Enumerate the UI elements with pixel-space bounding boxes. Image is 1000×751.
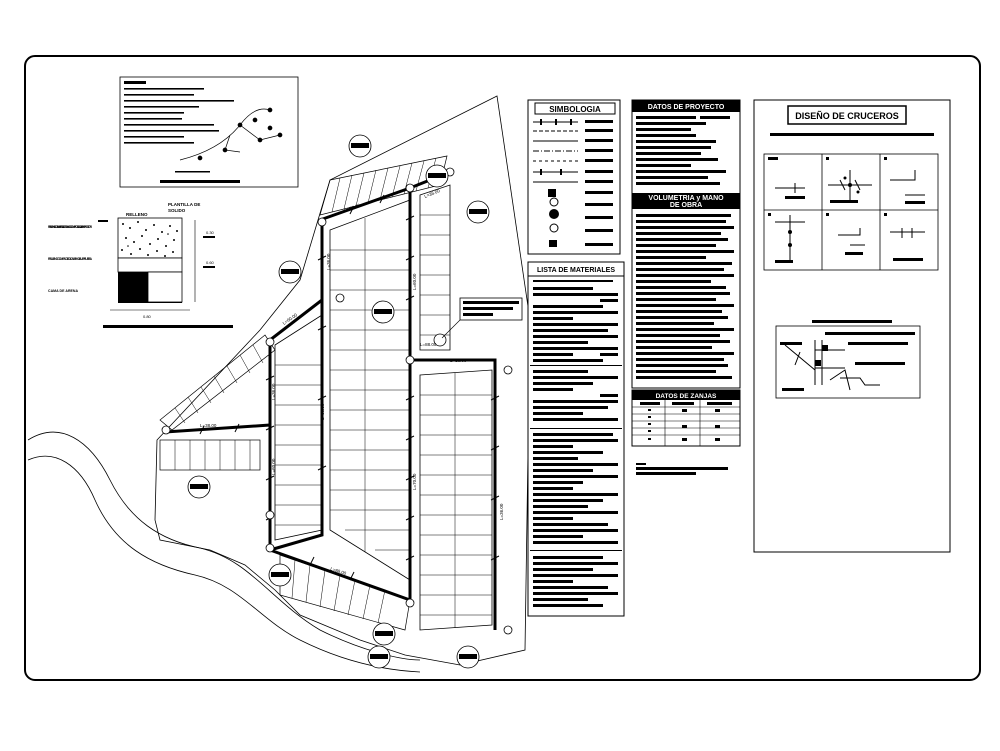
node-circles [161, 167, 513, 635]
sheet-border [24, 55, 981, 681]
seg-label: L=36.00 [424, 188, 442, 199]
notes-lines [124, 88, 234, 144]
upper-wedge-hatch [331, 157, 437, 213]
trench-note-3: CAMA DE ARENA [48, 289, 78, 293]
lista-materiales-title: LISTA DE MATERIALES [537, 267, 615, 274]
seg-label: L=70.00 [344, 202, 362, 212]
seg-label: L=36.00 [271, 383, 276, 400]
seg-label: L=38.00 [200, 423, 217, 428]
plan-note-box [441, 297, 523, 339]
trench-gravel-fill [121, 221, 178, 257]
diseno-cruceros-panel [753, 99, 951, 553]
lower-right-block [419, 369, 493, 631]
upper-right-block [419, 184, 451, 351]
left-block [274, 314, 323, 541]
road-curve-inner [27, 455, 421, 673]
notes-tree-sketch [179, 107, 283, 161]
road-curve-outer [27, 431, 421, 661]
seg-label: L=60.00 [412, 273, 417, 290]
simbologia-title: SIMBOLOGIA [549, 105, 601, 114]
lista-materiales-panel [527, 261, 625, 617]
volumetria-title-2: DE OBRA [670, 202, 702, 209]
seg-label: L=60.00 [320, 403, 325, 420]
seg-label: L=60.00 [271, 458, 276, 475]
seg-label: L=88.00 [420, 342, 437, 347]
property-boundary [154, 95, 531, 666]
trench-dim-1: 0.30 [206, 230, 215, 235]
trench-label-plantilla: PLANTILLA DE [168, 202, 200, 207]
seg-label: L=88.00 [330, 566, 348, 576]
trench-dim-3: 0.80 [143, 314, 152, 319]
datos-zanjas-title: DATOS DE ZANJAS [656, 393, 717, 400]
callout-labels [190, 143, 487, 659]
site-plan [27, 95, 531, 673]
volumetria-title: VOLUMETRIA y MANO [648, 195, 724, 202]
datos-proyecto-title: DATOS DE PROYECTO [648, 104, 725, 111]
materiales-lines [530, 280, 622, 607]
segment-labels: L=70.00 L=36.00 L=36.00 L=60.00 L=60.00 … [200, 188, 504, 576]
trench-note-2: RELLENO COMPACTADO AL 90% DE LA PRUEBA [48, 257, 92, 261]
notes-box [119, 76, 299, 188]
trench-label-plantilla-2: SOLIDO [168, 208, 186, 213]
datos-proyecto-panel [631, 99, 741, 389]
simbologia-panel [527, 99, 621, 255]
diseno-cruceros-title: DISEÑO DE CRUCEROS [795, 111, 899, 121]
trench-note-1: RELLENO CON MATERIAL DE BANCO COMPACTADO… [48, 225, 92, 229]
trench-dim-2: 0.60 [206, 260, 215, 265]
central-lot-lines [330, 218, 410, 552]
datos-zanjas-table [631, 389, 741, 475]
seg-label: L=70.00 [412, 473, 417, 490]
datos-lines [636, 116, 734, 379]
seg-label: L=36.00 [499, 503, 504, 520]
seg-label: L=16.00 [450, 358, 467, 363]
trench-section-detail [98, 217, 233, 328]
left-wedge-hatch [174, 344, 264, 424]
trench-label-relleno: RELLENO [126, 212, 148, 217]
seg-label: L=36.00 [326, 253, 331, 270]
pipe-ticks [199, 194, 500, 581]
